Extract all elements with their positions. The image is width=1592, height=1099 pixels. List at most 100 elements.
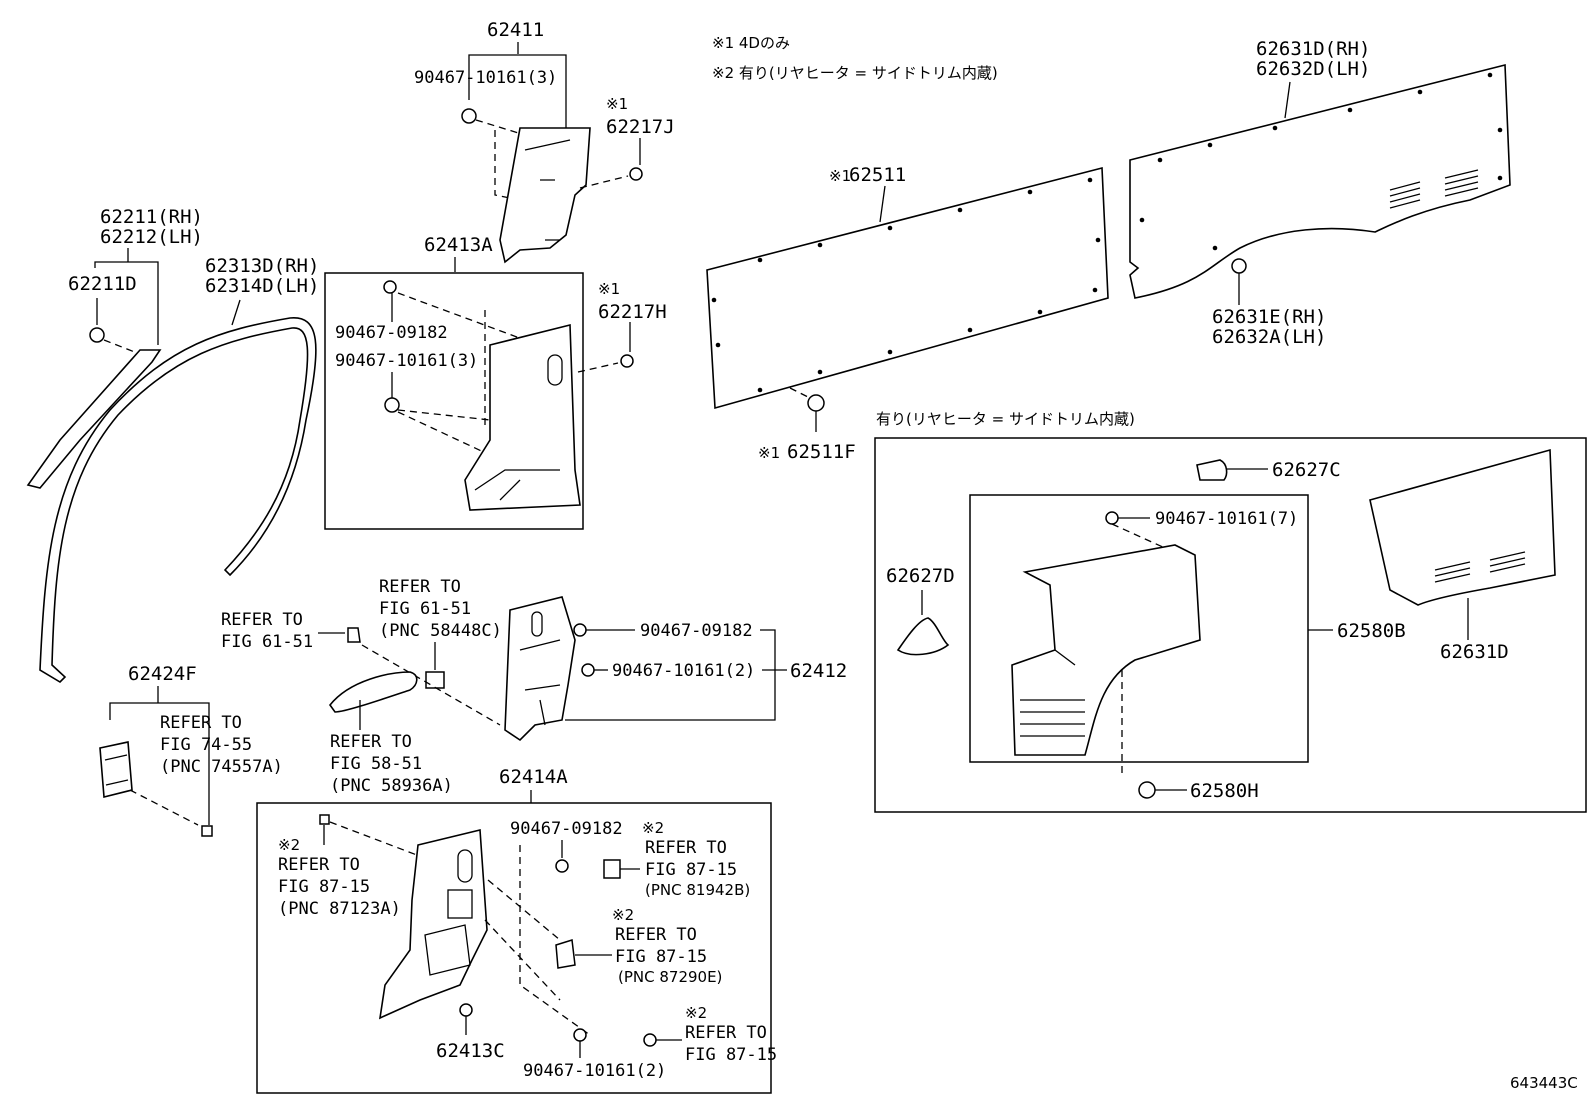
part-detail (531, 611, 543, 637)
dash-leader (361, 644, 501, 726)
label-62313D: 62313D(RH) (205, 255, 319, 277)
dash-leader (579, 175, 629, 189)
part-detail (457, 849, 473, 883)
label-62212LH: 62212(LH) (100, 226, 203, 248)
part-62580B (1011, 544, 1201, 756)
label-62511: 62511 (849, 164, 906, 186)
mark-2: ※2 (685, 1004, 707, 1022)
vent-slots (1434, 551, 1526, 583)
part-detail (424, 924, 471, 976)
ref-8715-a-1: REFER TO (278, 855, 360, 875)
label-62211RH: 62211(RH) (100, 206, 203, 228)
ref-5851-2: FIG 58-51 (330, 754, 422, 774)
ref-6151-b-2: FIG 61-51 (221, 632, 313, 652)
label-90467-10161-2-a: 90467-10161(2) (612, 661, 755, 681)
part-detail (104, 754, 129, 786)
label-62424F: 62424F (128, 663, 197, 685)
ref-8715-a-3: (PNC 87123A) (278, 899, 401, 919)
label-62632D-LH: 62632D(LH) (1256, 58, 1370, 80)
part-62412 (504, 596, 576, 742)
leader (565, 629, 776, 721)
label-62414A: 62414A (499, 766, 568, 788)
label-62627D: 62627D (886, 565, 955, 587)
label-62217H: 62217H (598, 301, 667, 323)
part-detail (474, 469, 560, 501)
box-62414A (256, 802, 772, 1094)
clip-icon (319, 814, 330, 825)
clip-icon (629, 167, 643, 181)
label-90467-09182-c: 90467-09182 (510, 819, 623, 839)
leader (231, 299, 241, 326)
clip-icon (1105, 511, 1119, 525)
ref-8715-b-3: (PNC 81942B) (645, 881, 750, 899)
clip-icon (573, 1028, 587, 1042)
label-62580B: 62580B (1337, 620, 1406, 642)
bolt-icon (347, 627, 361, 643)
label-62411: 62411 (487, 19, 544, 41)
label-62627C: 62627C (1272, 459, 1341, 481)
clip-icon (425, 671, 445, 689)
clip-icon (643, 1033, 657, 1047)
label-62511F: 62511F (787, 441, 856, 463)
dash-leader (789, 387, 811, 399)
part-detail (524, 139, 571, 241)
ref-8715-c-3: (PNC 87290E) (618, 968, 722, 986)
clip-icon (1138, 781, 1156, 799)
mark-1: ※1 (606, 95, 628, 113)
mark-2: ※2 (642, 819, 664, 837)
clip-icon (555, 859, 569, 873)
ref-8715-c-2: FIG 87-15 (615, 947, 707, 967)
clip-icon (807, 394, 825, 412)
label-62631D-RH: 62631D(RH) (1256, 38, 1370, 60)
mark-1: ※1 (758, 444, 780, 462)
box-62580B (969, 494, 1309, 763)
part-belt-guide (328, 671, 418, 713)
mark-1: ※1 (598, 280, 620, 298)
clip-icon (384, 397, 400, 413)
part-detail (1020, 649, 1085, 737)
clip-icon (1231, 258, 1247, 274)
clip-icon (461, 108, 477, 124)
label-90467-09182-b: 90467-09182 (640, 621, 753, 641)
note-2: ※2 有り(リヤヒータ = サイドトリム内蔵) (712, 64, 998, 82)
part-62627D (896, 617, 950, 656)
dash-leader (129, 789, 199, 826)
part-62631D (1369, 448, 1556, 606)
ref-8715-c-1: REFER TO (615, 925, 697, 945)
label-62580H: 62580H (1190, 780, 1259, 802)
dash-leader (475, 119, 526, 201)
part-62211 (26, 349, 162, 489)
clip-icon (581, 663, 595, 677)
label-90467-10161-2-b: 90467-10161(2) (523, 1061, 666, 1081)
leader (94, 261, 159, 345)
box-62413A (324, 272, 584, 530)
part-62413A (464, 323, 581, 511)
dash-leader (484, 845, 591, 1036)
label-62413A: 62413A (424, 234, 493, 256)
clip-icon (459, 1003, 473, 1017)
sensor-icon (555, 939, 576, 969)
part-detail (447, 889, 473, 919)
ref-8715-b-1: REFER TO (645, 838, 727, 858)
leader (879, 185, 886, 223)
ref-5851-3: (PNC 58936A) (330, 776, 453, 796)
diagram-id: 643443C (1510, 1074, 1578, 1092)
ref-8715-b-2: FIG 87-15 (645, 860, 737, 880)
label-90467-10161-7: 90467-10161(7) (1155, 509, 1298, 529)
label-62314D: 62314D(LH) (205, 275, 319, 297)
label-62412: 62412 (790, 660, 847, 682)
ref-7455-2: FIG 74-55 (160, 735, 252, 755)
heater-box-title: 有り(リヤヒータ = サイドトリム内蔵) (876, 410, 1135, 428)
part-62631D-upper (1129, 63, 1511, 299)
part-62414A (378, 828, 488, 1020)
ref-6151-a-1: REFER TO (379, 577, 461, 597)
leader (468, 54, 567, 138)
mark-1: ※1 (829, 167, 851, 185)
clip-icon (89, 327, 105, 343)
label-62413C: 62413C (436, 1040, 505, 1062)
box-heater (874, 437, 1587, 813)
ref-8715-d-2: FIG 87-15 (685, 1045, 777, 1065)
label-62631E: 62631E(RH) (1212, 306, 1326, 328)
